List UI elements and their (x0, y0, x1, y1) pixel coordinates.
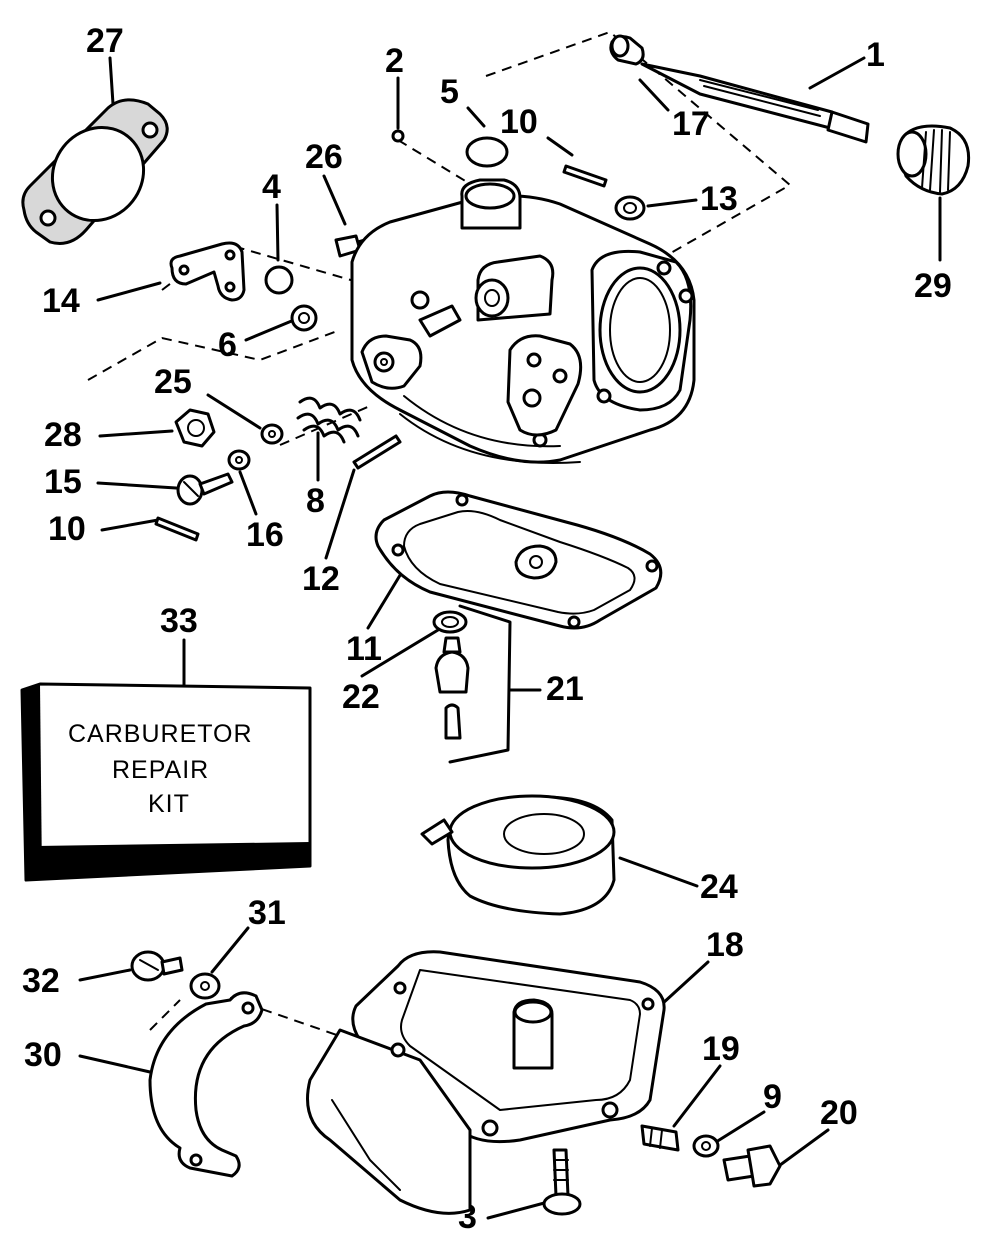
callout-15: 15 (44, 463, 82, 501)
callout-24: 24 (700, 868, 738, 906)
callout-25: 25 (154, 363, 192, 401)
callout-2: 2 (385, 42, 404, 80)
leader-lines (78, 56, 942, 1220)
drain-plug-20 (722, 1144, 782, 1188)
callout-32: 32 (22, 962, 60, 1000)
callout-20: 20 (820, 1094, 858, 1132)
spring-8 (296, 396, 362, 444)
callout-19: 19 (702, 1030, 740, 1068)
callout-18: 18 (706, 926, 744, 964)
needle-seat-21 (434, 604, 512, 764)
callout-11: 11 (346, 630, 382, 668)
repair-kit-33: CARBURETOR REPAIR KIT (20, 682, 312, 882)
clamp-30 (148, 991, 264, 1178)
callout-21: 21 (546, 670, 584, 708)
washer-31 (189, 972, 221, 1000)
callout-4: 4 (262, 168, 281, 206)
callout-5: 5 (440, 73, 459, 111)
knob-29 (896, 124, 971, 196)
kit-label-line3: KIT (148, 790, 190, 818)
lever-14 (169, 241, 246, 302)
callout-22: 22 (342, 678, 380, 716)
callout-29: 29 (914, 267, 952, 305)
needle-valve-1 (640, 62, 870, 144)
ball-4 (264, 265, 294, 295)
callout-1: 1 (866, 36, 885, 74)
gasket-27 (21, 98, 169, 245)
carburetor-body (350, 178, 696, 464)
kit-label-line2: REPAIR (112, 756, 209, 784)
gasket-22 (432, 610, 468, 634)
ball-2 (391, 129, 405, 143)
callout-27: 27 (86, 22, 124, 60)
jet-19 (640, 1124, 680, 1152)
callout-16: 16 (246, 516, 284, 554)
pin-10-left (154, 516, 200, 542)
callout-10-left: 10 (48, 510, 86, 548)
callout-13: 13 (700, 180, 738, 218)
screw-15 (176, 472, 234, 506)
callout-30: 30 (24, 1036, 62, 1074)
packing-nut-17 (609, 34, 645, 66)
kit-label-line1: CARBURETOR (68, 720, 253, 748)
callout-12: 12 (302, 560, 340, 598)
callout-9: 9 (763, 1078, 782, 1116)
nut-6 (290, 304, 318, 332)
callout-33: 33 (160, 602, 198, 640)
washer-16 (227, 449, 251, 471)
callout-26: 26 (305, 138, 343, 176)
plug-5 (465, 136, 509, 168)
float-bowl-18 (306, 950, 666, 1215)
washer-25 (260, 423, 284, 445)
screw-3 (542, 1148, 582, 1216)
callout-28: 28 (44, 416, 82, 454)
callout-17: 17 (672, 105, 710, 143)
screw-32 (130, 950, 184, 982)
hex-nut-28 (174, 408, 216, 448)
float-24 (420, 794, 616, 916)
washer-9 (692, 1134, 720, 1158)
pin-10-top (562, 164, 608, 188)
washer-13 (614, 195, 646, 221)
retainer-7 (514, 544, 558, 580)
callout-10-top: 10 (500, 103, 538, 141)
callout-8: 8 (306, 482, 325, 520)
callout-14: 14 (42, 282, 80, 320)
callout-31: 31 (248, 894, 286, 932)
pin-12 (352, 434, 402, 470)
callout-6: 6 (218, 326, 237, 364)
